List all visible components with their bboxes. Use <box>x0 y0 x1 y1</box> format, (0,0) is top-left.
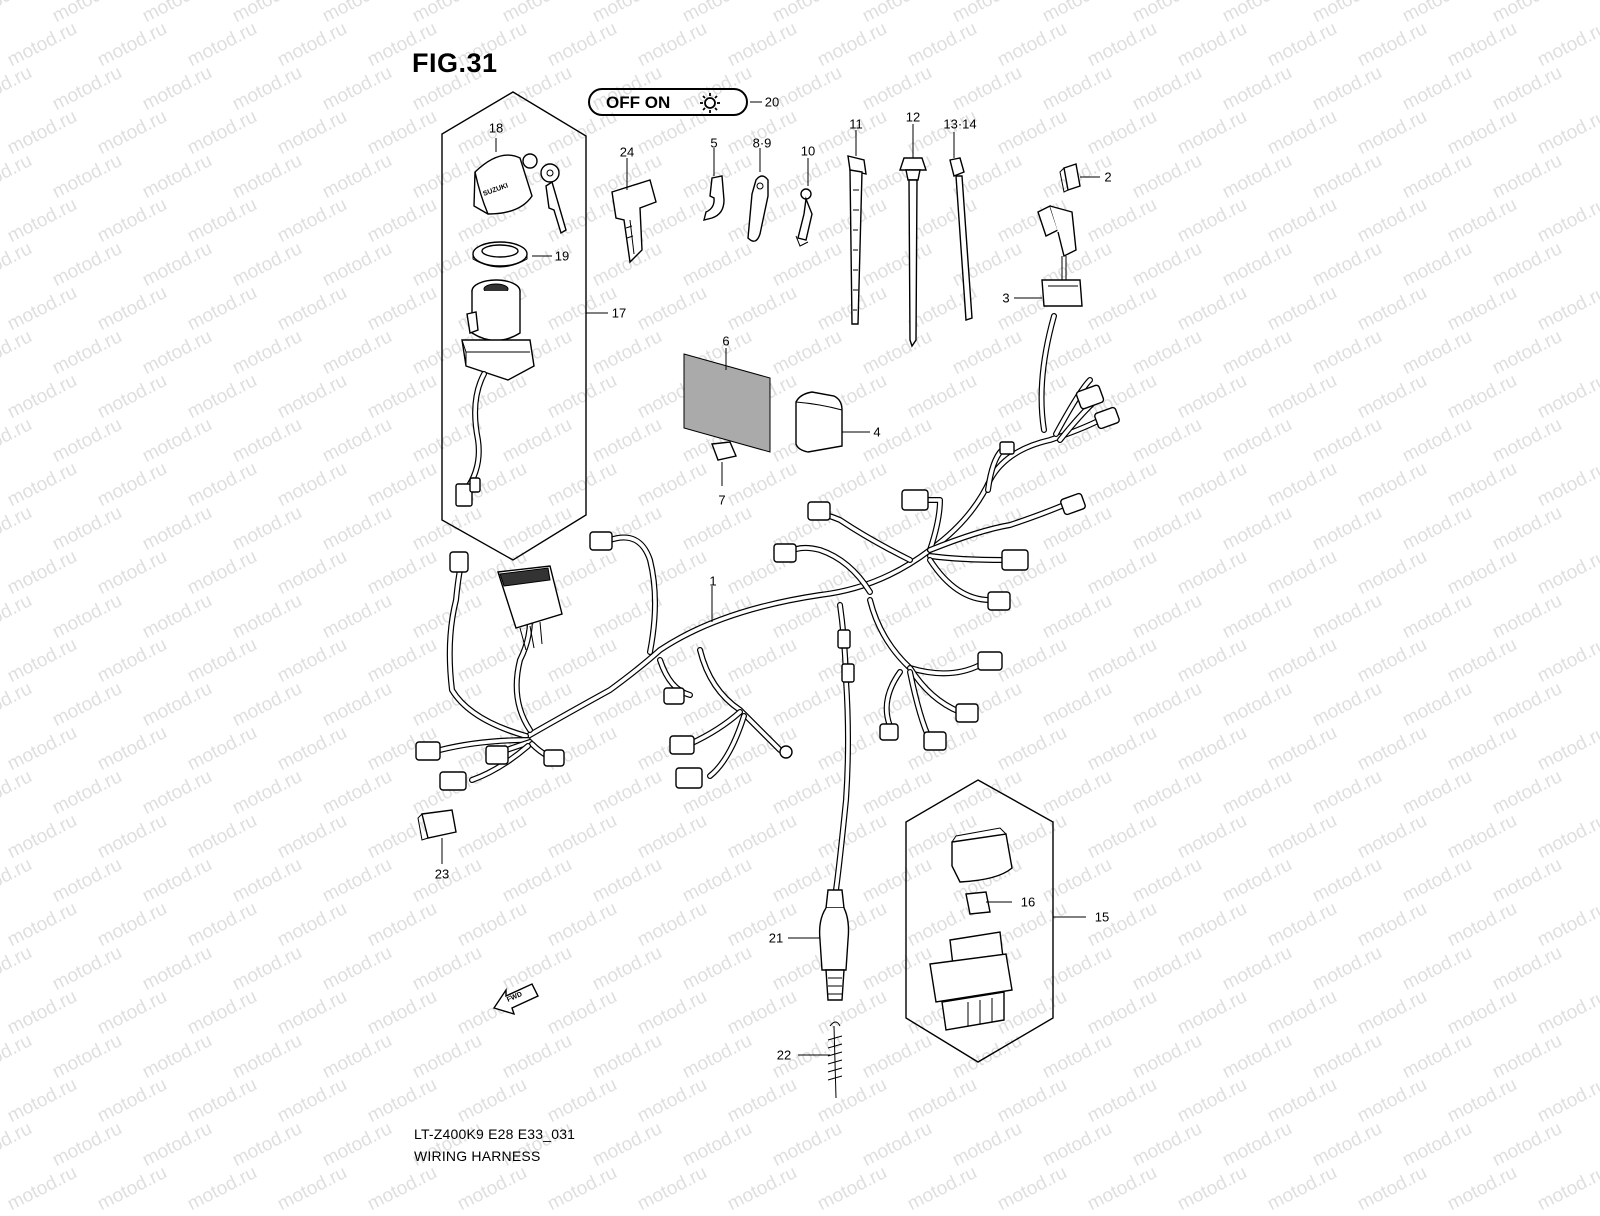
off-on-label: OFF ON <box>606 93 671 112</box>
callout-7: 7 <box>718 492 726 508</box>
cable-tie-12 <box>899 157 927 348</box>
relay-cap-part <box>951 827 1013 883</box>
relay-kit-outline <box>905 779 1054 1063</box>
callout-18: 18 <box>488 120 504 136</box>
callout-6: 6 <box>722 333 730 349</box>
callout-13-14: 13·14 <box>943 116 977 132</box>
ring-nut-part <box>472 241 528 268</box>
callout-3: 3 <box>1002 290 1010 306</box>
leader-lines <box>441 101 1100 1056</box>
callout-11: 11 <box>849 116 863 132</box>
main-wiring-harness <box>437 313 1103 893</box>
callout-5: 5 <box>710 135 718 151</box>
clamp-part-10 <box>795 188 813 247</box>
figure-title: FIG.31 <box>412 48 498 78</box>
callout-20: 20 <box>764 94 780 110</box>
small-cap-part <box>711 441 737 461</box>
callout-1: 1 <box>709 573 717 589</box>
callout-8-9: 8·9 <box>752 135 772 151</box>
callout-2: 2 <box>1104 169 1112 185</box>
sensor-part-21 <box>818 889 850 1001</box>
off-on-legend: OFF ON <box>588 88 748 116</box>
ignition-switch-body <box>461 279 535 381</box>
fuse-part-2 <box>1063 163 1081 191</box>
ignition-key-part: SUZUKI <box>473 153 567 235</box>
diagram-name: WIRING HARNESS <box>414 1148 541 1164</box>
model-code: LT-Z400K9 E28 E33_031 <box>414 1126 576 1142</box>
cable-tie-11 <box>847 155 867 325</box>
callout-22: 22 <box>776 1047 792 1063</box>
switch-connector <box>455 483 473 507</box>
relay-body-part <box>929 931 1013 1031</box>
spring-part-22 <box>827 1021 843 1099</box>
harness-connectors <box>415 384 1120 791</box>
callout-12: 12 <box>905 109 921 125</box>
callout-21: 21 <box>768 930 784 946</box>
callout-15: 15 <box>1094 909 1110 925</box>
callout-16: 16 <box>1020 894 1036 910</box>
callout-4: 4 <box>873 424 881 440</box>
clamp-part-5 <box>703 175 725 221</box>
forward-arrow-icon: FWD <box>492 983 539 1016</box>
callout-19: 19 <box>554 248 570 264</box>
callout-24: 24 <box>619 144 635 160</box>
connector-part-23 <box>417 809 457 841</box>
ignition-switch-kit-outline <box>441 91 587 561</box>
caution-label-part <box>683 353 771 453</box>
callout-23: 23 <box>434 866 450 882</box>
callout-10: 10 <box>800 143 816 159</box>
clamp-part-8-9 <box>747 175 769 242</box>
blank-key-part <box>611 179 657 264</box>
mini-fuse-part-16 <box>965 891 991 915</box>
callout-17: 17 <box>611 305 627 321</box>
relay-cover-part <box>795 391 843 453</box>
fuse-holder-part <box>1037 205 1083 307</box>
light-bulb-icon <box>700 93 720 113</box>
cable-tie-13-14 <box>949 157 973 321</box>
